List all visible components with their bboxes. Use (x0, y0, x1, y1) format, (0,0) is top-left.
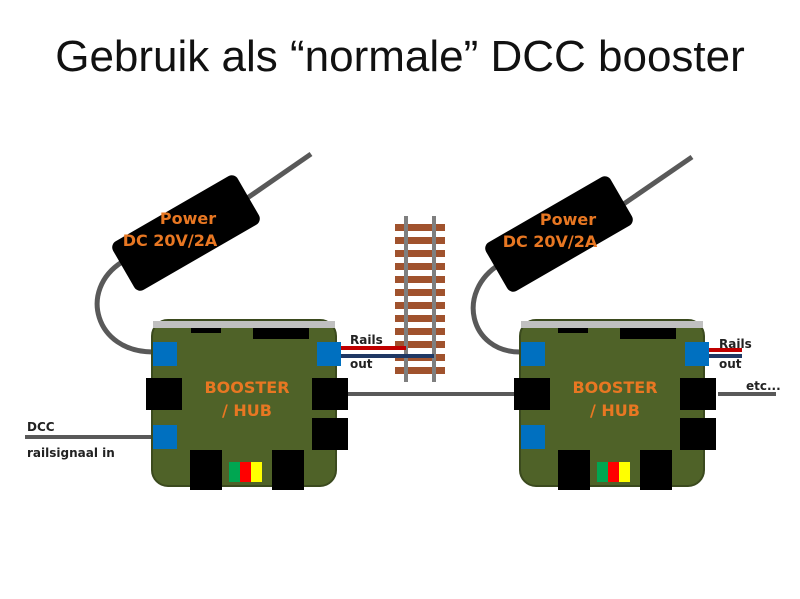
right-power-supply (485, 176, 633, 292)
right-led-yellow (619, 462, 630, 482)
left-psu-label-2: DC 20V/2A (123, 231, 218, 250)
right-led-red (608, 462, 619, 482)
dcc-input-label-2: railsignaal in (27, 446, 115, 460)
left-rails-out-label-1: Rails (350, 333, 383, 347)
right-rails-out-label-2: out (719, 357, 742, 371)
slide-title: Gebruik als “normale” DCC booster (55, 32, 745, 81)
right-psu-output-wire (610, 154, 694, 215)
left-led-green (229, 462, 240, 482)
right-psu-label-2: DC 20V/2A (503, 232, 598, 251)
right-booster-board (514, 319, 716, 490)
etc-label: etc... (746, 379, 781, 393)
left-psu-power-cable (94, 259, 154, 355)
dcc-input-label-1: DCC (27, 420, 55, 434)
left-power-supply (112, 175, 260, 291)
left-board-label-1: BOOSTER (204, 378, 289, 397)
right-psu-label-1: Power (540, 210, 596, 229)
right-rails-out-label-1: Rails (719, 337, 752, 351)
left-psu-label-1: Power (160, 209, 216, 228)
right-psu-power-cable (470, 261, 521, 355)
left-led-yellow (251, 462, 262, 482)
right-board-label-2: / HUB (590, 401, 640, 420)
left-board-label-2: / HUB (222, 401, 272, 420)
left-rails-out-label-2: out (350, 357, 373, 371)
right-led-green (597, 462, 608, 482)
right-board-label-1: BOOSTER (572, 378, 657, 397)
left-booster-board (146, 319, 348, 490)
left-led-red (240, 462, 251, 482)
